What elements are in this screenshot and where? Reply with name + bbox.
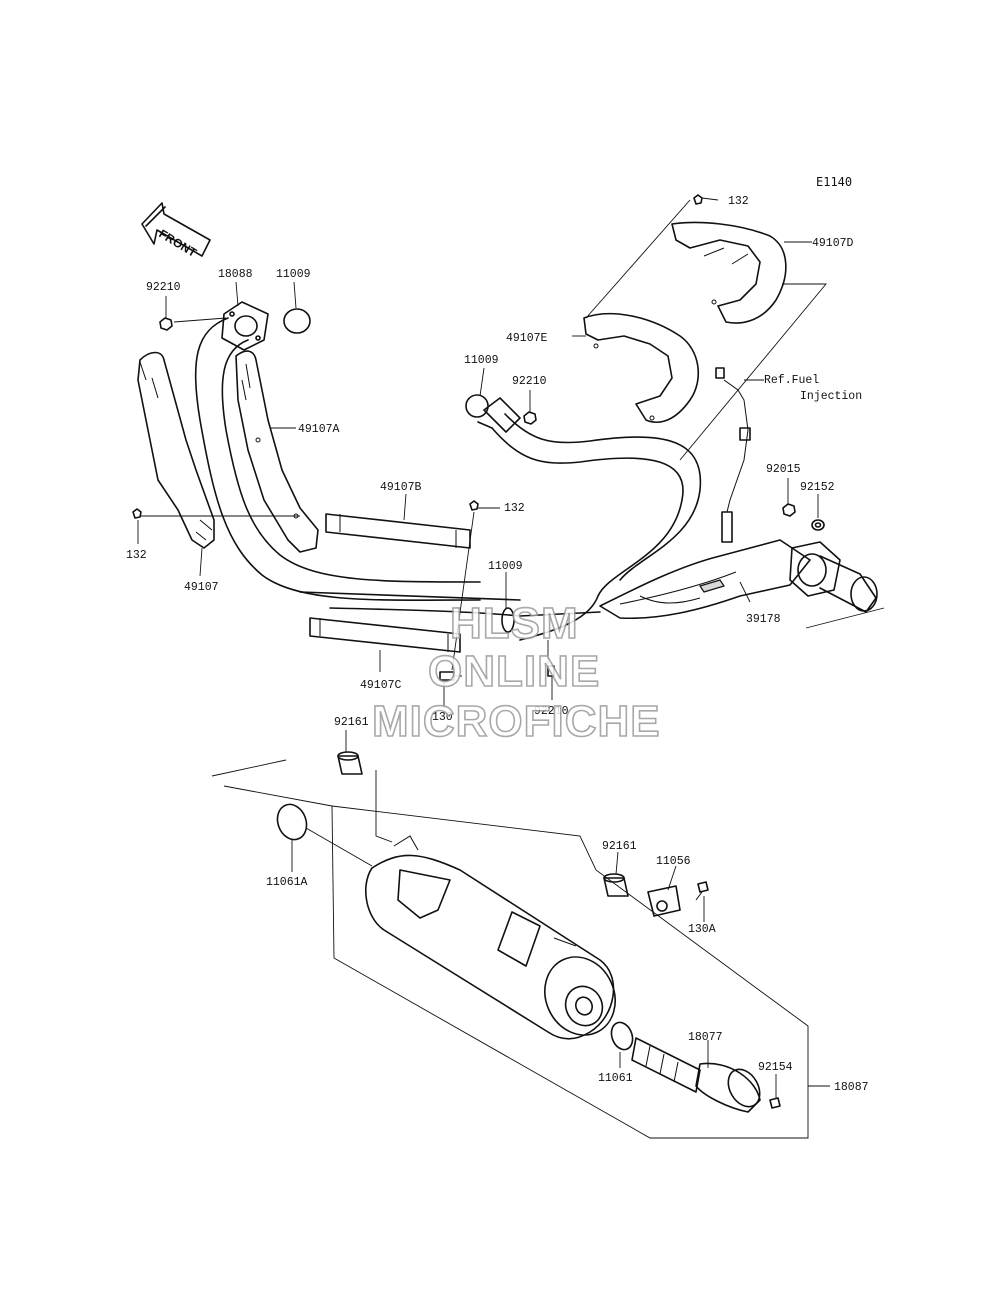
heat-shields [137,221,787,653]
label-92161-right: 92161 [602,840,637,853]
watermark: HLSM ONLINE MICROFICHE [371,598,661,747]
part-labels: 132 49107D 49107E 11009 92210 18088 1100… [126,195,869,1094]
label-49107d: 49107D [812,237,854,250]
label-11009-mid: 11009 [488,560,523,573]
label-49107a: 49107A [298,423,340,436]
front-arrow-icon: FRONT [141,202,211,261]
label-132-top: 132 [728,195,749,208]
label-92210-right: 92210 [512,375,547,388]
label-132-left: 132 [126,549,147,562]
label-49107b: 49107B [380,481,422,494]
ref-note-line2: Injection [800,390,862,403]
label-92015: 92015 [766,463,801,476]
watermark-line2: ONLINE [428,647,600,696]
label-132-mid: 132 [504,502,525,515]
figure-id: E1140 [816,175,852,189]
muffler-assembly [211,751,809,1139]
label-130a: 130A [688,923,716,936]
label-130: 130 [432,711,453,724]
front-label: FRONT [156,227,199,261]
watermark-line1: HLSM [450,599,579,648]
label-92154: 92154 [758,1061,793,1074]
label-18088: 18088 [218,268,253,281]
label-18077: 18077 [688,1031,723,1044]
label-39178: 39178 [746,613,781,626]
label-11061: 11061 [598,1072,633,1085]
bolts [439,194,703,681]
label-18087: 18087 [834,1081,869,1094]
label-92210-left: 92210 [146,281,181,294]
label-11009-left: 11009 [276,268,311,281]
ref-note-line1: Ref.Fuel [764,374,819,387]
label-92161-top: 92161 [334,716,369,729]
leader-lines [137,197,830,1098]
watermark-line3: MICROFICHE [372,697,661,746]
label-11056: 11056 [656,855,691,868]
label-11009-right: 11009 [464,354,499,367]
label-92152: 92152 [800,481,835,494]
label-49107e: 49107E [506,332,548,345]
label-11061a: 11061A [266,876,308,889]
label-49107: 49107 [184,581,219,594]
label-49107c: 49107C [360,679,402,692]
header-pipe-assembly [132,301,885,641]
label-92210-bottom: 92210 [534,705,569,718]
